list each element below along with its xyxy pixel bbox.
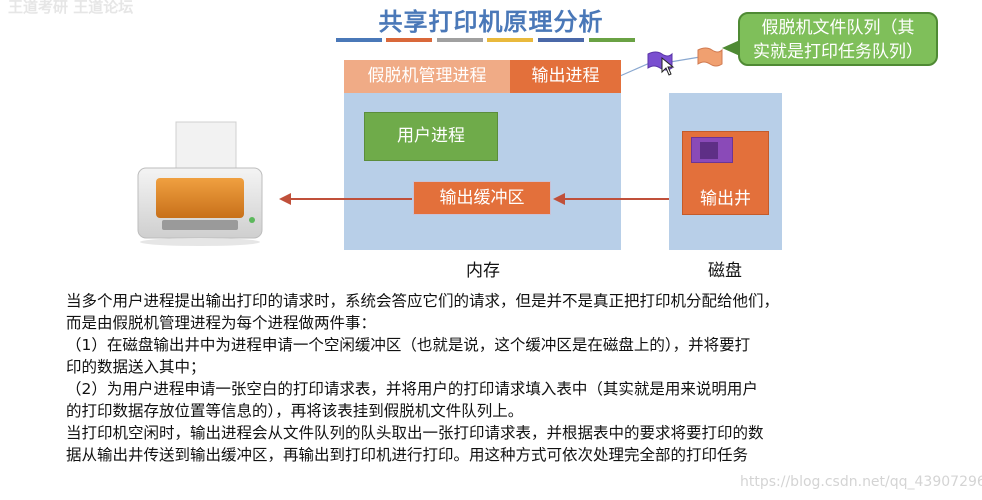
callout-line-2: 实就是打印任务队列） [753, 42, 923, 62]
arrow-head-disk-to-buffer [553, 193, 565, 205]
title-bar-segment-2 [386, 38, 432, 42]
title-bar-segment-3 [437, 38, 483, 42]
watermark-left: 王道考研 王道论坛 [8, 0, 134, 16]
spool-queue-callout: 假脱机文件队列（其 实就是打印任务队列） [738, 12, 938, 66]
body-line-1: 当多个用户进程提出输出打印的请求时，系统会答应它们的请求，但是并不是真正把打印机… [66, 292, 780, 310]
body-line-6: 的打印数据存放位置等信息的），再将该表挂到假脱机文件队列上。 [66, 402, 524, 420]
well-file-inner-icon [700, 142, 718, 159]
queue-flags [619, 47, 723, 77]
title-bar-segment-4 [487, 38, 533, 42]
printer-led-icon [249, 217, 255, 223]
printer-shadow [140, 238, 260, 246]
printer-paper [175, 121, 237, 175]
output-process: 输出进程 [510, 60, 621, 93]
watermark-url: https://blog.csdn.net/qq_43907296 [740, 474, 982, 490]
explanation-text: 当多个用户进程提出输出打印的请求时，系统会答应它们的请求，但是并不是真正把打印机… [66, 290, 936, 466]
spool-manager-process: 假脱机管理进程 [344, 60, 510, 93]
title-bar-segment-1 [336, 38, 382, 42]
mouse-cursor-icon [661, 56, 675, 76]
user-process: 用户进程 [364, 112, 498, 161]
output-buffer: 输出缓冲区 [413, 181, 551, 215]
body-line-4: 印的数据送入其中； [66, 358, 206, 376]
title-bar-segment-6 [589, 38, 635, 42]
output-well-label: 输出井 [700, 189, 751, 209]
queue-connector-line-2 [669, 56, 701, 63]
memory-caption: 内存 [466, 261, 500, 281]
printer-tray [156, 178, 244, 218]
callout-line-1: 假脱机文件队列（其 [761, 18, 915, 38]
page-title: 共享打印机原理分析 [378, 8, 604, 36]
title-bar-segment-5 [538, 38, 584, 42]
body-line-7: 当打印机空闲时，输出进程会从文件队列的队头取出一张打印请求表，并根据表中的要求将… [66, 424, 764, 442]
callout-pointer [722, 40, 740, 56]
arrow-head-buffer-to-printer [279, 193, 291, 205]
queue-connector-line [619, 61, 653, 77]
printer-slot [162, 220, 238, 230]
body-line-3: （1）在磁盘输出井中为进程申请一个空闲缓冲区（也就是说，这个缓冲区是在磁盘上的）… [66, 336, 751, 354]
body-line-5: （2）为用户进程申请一张空白的打印请求表，并将用户的打印请求填入表中（其实就是用… [66, 380, 758, 398]
body-line-8: 据从输出井传送到输出缓冲区，再输出到打印机进行打印。用这种方式可依次处理完全部的… [66, 446, 749, 464]
printer-icon [137, 121, 263, 246]
body-line-2: 而是由假脱机管理进程为每个进程做两件事： [66, 314, 377, 332]
disk-caption: 磁盘 [708, 261, 742, 281]
data-flow-arrows [279, 193, 669, 205]
queue-flag-orange [697, 47, 723, 67]
